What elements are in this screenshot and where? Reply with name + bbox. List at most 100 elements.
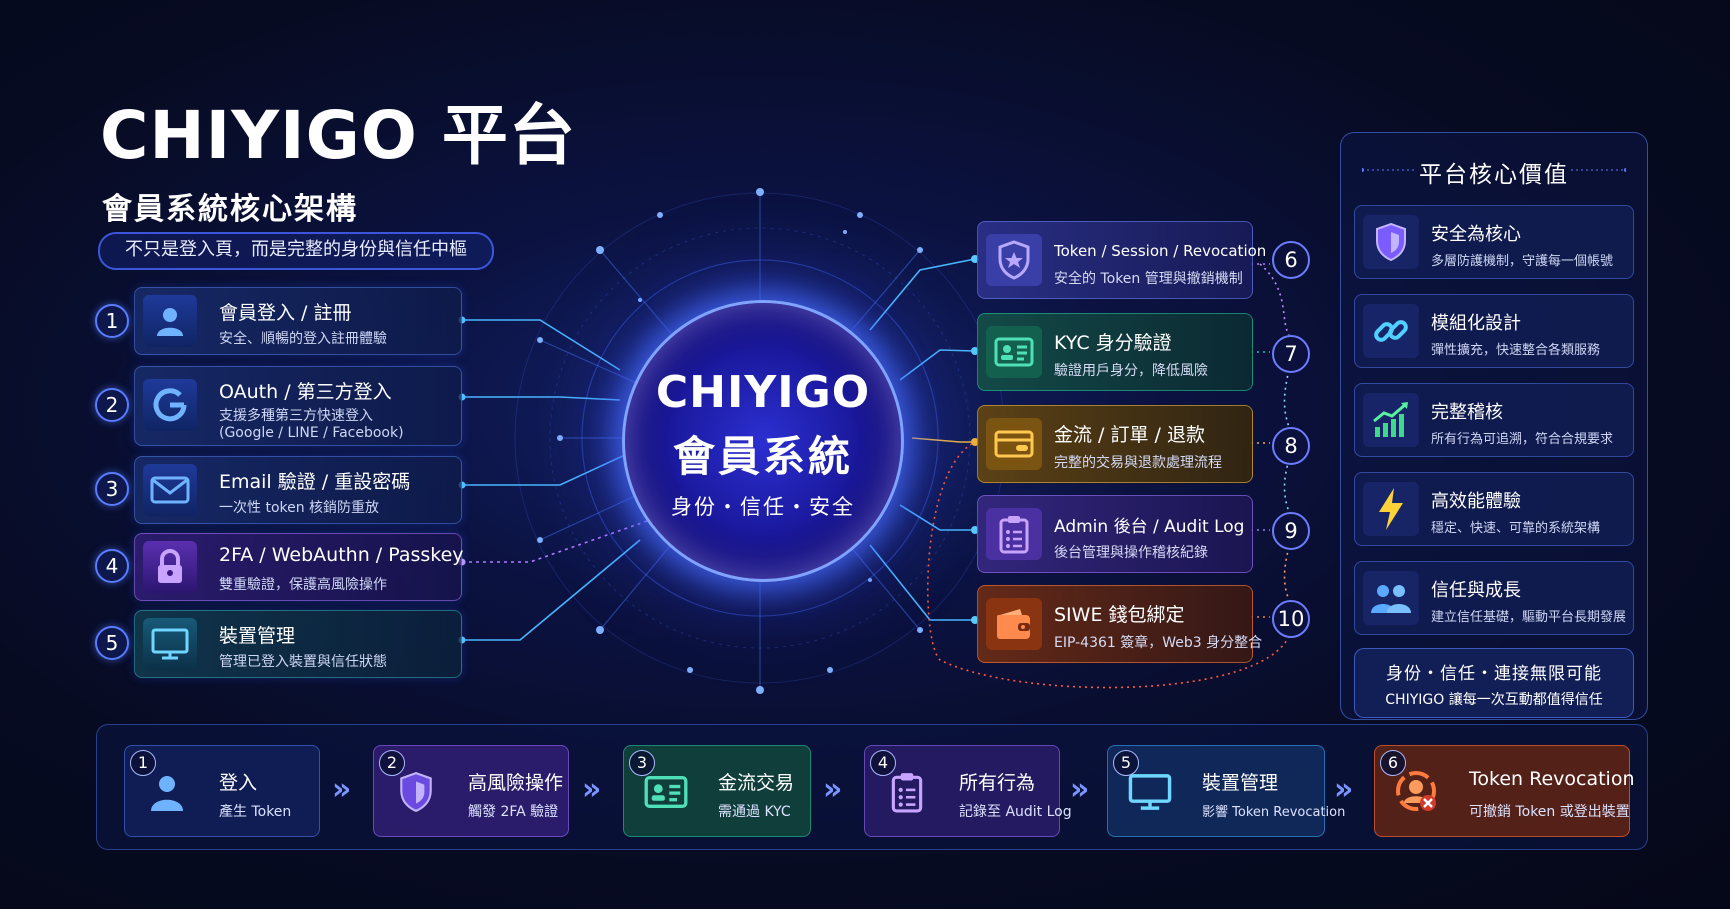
module-number-7: 7: [1272, 335, 1310, 373]
module-desc: EIP-4361 簽章，Web3 身分整合: [1054, 635, 1263, 651]
flow-step-high-risk: 2 高風險操作 觸發 2FA 驗證: [373, 745, 569, 837]
flow-step-title: 登入: [219, 772, 258, 794]
right-connectors: [869, 258, 976, 621]
module-number-10: 10: [1272, 600, 1310, 638]
module-card-device[interactable]: 裝置管理 管理已登入裝置與信任狀態: [134, 610, 462, 678]
module-desc: 完整的交易與退款處理流程: [1054, 455, 1222, 471]
module-card-token[interactable]: Token / Session / Revocation 安全的 Token 管…: [977, 221, 1266, 299]
value-card-security: 安全為核心 多層防護機制，守護每一個帳號: [1354, 205, 1634, 279]
value-title: 信任與成長: [1431, 580, 1521, 601]
monitor-icon: [143, 618, 197, 670]
module-card-email[interactable]: Email 驗證 / 重設密碼 一次性 token 核銷防重放: [134, 456, 462, 524]
flow-step-payment: 3 金流交易 需通過 KYC: [623, 745, 811, 837]
module-card-2fa[interactable]: 2FA / WebAuthn / Passkey 雙重驗證，保護高風險操作: [134, 533, 464, 601]
flow-step-title: 高風險操作: [468, 772, 564, 794]
module-title: 金流 / 訂單 / 退款: [1054, 424, 1205, 446]
value-card-modular: 模組化設計 彈性擴充，快速整合各類服務: [1354, 294, 1634, 368]
chevron-right-icon: »: [582, 772, 602, 807]
module-card-oauth[interactable]: OAuth / 第三方登入 支援多種第三方快速登入 (Google / LINE…: [134, 366, 462, 446]
link-icon: [1363, 304, 1419, 358]
module-card-siwe[interactable]: SIWE 錢包綁定 EIP-4361 簽章，Web3 身分整合: [977, 585, 1262, 663]
module-title: Email 驗證 / 重設密碼: [219, 471, 411, 493]
chevron-right-icon: »: [332, 772, 352, 807]
flow-step-number: 4: [870, 750, 896, 776]
value-title: 完整稽核: [1431, 402, 1503, 423]
values-footer-line1: 身份・信任・連接無限可能: [1386, 664, 1602, 684]
shield-star-icon: [986, 234, 1042, 286]
value-title: 高效能體驗: [1431, 491, 1521, 512]
id-card-icon: [986, 326, 1042, 378]
module-number-4: 4: [95, 549, 129, 583]
module-card-kyc[interactable]: KYC 身分驗證 驗證用戶身分，降低風險: [977, 313, 1253, 391]
value-card-performance: 高效能體驗 穩定、快速、可靠的系統架構: [1354, 472, 1634, 546]
google-g-icon: [143, 379, 197, 431]
module-card-admin[interactable]: Admin 後台 / Audit Log 後台管理與操作稽核紀錄: [977, 495, 1253, 573]
clipboard-icon: [986, 508, 1042, 560]
flow-step-number: 5: [1113, 750, 1139, 776]
flow-step-title: Token Revocation: [1469, 768, 1635, 790]
flow-step-desc: 產生 Token: [219, 804, 292, 820]
module-number-2: 2: [95, 388, 129, 422]
module-number-3: 3: [95, 472, 129, 506]
flow-step-number: 1: [130, 750, 156, 776]
module-card-login[interactable]: 會員登入 / 註冊 安全、順暢的登入註冊體驗: [134, 287, 462, 355]
module-title: Token / Session / Revocation: [1054, 242, 1267, 260]
module-title: OAuth / 第三方登入: [219, 381, 392, 403]
chart-up-icon: [1363, 393, 1419, 447]
module-title: 2FA / WebAuthn / Passkey: [219, 544, 464, 566]
module-title: Admin 後台 / Audit Log: [1054, 517, 1245, 537]
revoke-icon: [1389, 764, 1445, 820]
user-icon: [143, 295, 197, 347]
chevron-right-icon: »: [1070, 772, 1090, 807]
flow-step-desc: 記錄至 Audit Log: [959, 804, 1072, 820]
heading-dotted-rule: [1362, 168, 1626, 172]
flow-step-desc: 可撤銷 Token 或登出裝置: [1469, 804, 1630, 820]
module-title: SIWE 錢包綁定: [1054, 604, 1185, 626]
page-title: CHIYIGO 平台: [100, 97, 576, 174]
shield-icon: [1363, 215, 1419, 269]
flow-step-desc: 影響 Token Revocation: [1202, 805, 1346, 820]
values-footer-card: 身份・信任・連接無限可能 CHIYIGO 讓每一次互動都值得信任: [1354, 648, 1634, 718]
core-values-heading: 平台核心價值: [1419, 162, 1569, 188]
clipboard-icon: [879, 764, 935, 820]
tagline-pill: 不只是登入頁，而是完整的身份與信任中樞: [98, 232, 494, 270]
flow-step-number: 2: [379, 750, 405, 776]
flow-step-desc: 需通過 KYC: [718, 804, 791, 820]
user-icon: [139, 764, 195, 820]
module-card-payment[interactable]: 金流 / 訂單 / 退款 完整的交易與退款處理流程: [977, 405, 1253, 483]
module-number-5: 5: [95, 626, 129, 660]
values-footer-line2: CHIYIGO 讓每一次互動都值得信任: [1385, 692, 1603, 708]
value-desc: 建立信任基礎，驅動平台長期發展: [1431, 610, 1627, 625]
flow-step-revocation: 6 Token Revocation 可撤銷 Token 或登出裝置: [1374, 745, 1635, 837]
flow-step-login: 1 登入 產生 Token: [124, 745, 320, 837]
module-desc: 安全的 Token 管理與撤銷機制: [1054, 271, 1243, 287]
module-desc: 後台管理與操作稽核紀錄: [1054, 545, 1208, 561]
module-number-9: 9: [1272, 512, 1310, 550]
module-title: 裝置管理: [219, 625, 296, 647]
module-number-8: 8: [1272, 427, 1310, 465]
value-title: 安全為核心: [1431, 224, 1521, 245]
flow-step-title: 所有行為: [959, 772, 1036, 794]
chevron-right-icon: »: [1334, 772, 1354, 807]
module-title: KYC 身分驗證: [1054, 332, 1172, 354]
module-desc-providers: (Google / LINE / Facebook): [219, 425, 404, 441]
module-desc: 驗證用戶身分，降低風險: [1054, 363, 1208, 379]
value-desc: 穩定、快速、可靠的系統架構: [1431, 521, 1601, 536]
value-desc: 多層防護機制，守護每一個帳號: [1431, 254, 1614, 269]
core-system-orb: CHIYIGO 會員系統 身份・信任・安全: [622, 300, 904, 582]
monitor-icon: [1122, 764, 1178, 820]
flow-step-desc: 觸發 2FA 驗證: [468, 804, 559, 820]
lock-icon: [143, 541, 197, 593]
value-card-audit: 完整稽核 所有行為可追溯，符合合規要求: [1354, 383, 1634, 457]
shield-icon: [388, 764, 444, 820]
flow-step-title: 金流交易: [718, 772, 795, 794]
flow-step-title: 裝置管理: [1202, 772, 1279, 794]
chevron-right-icon: »: [823, 772, 843, 807]
users-icon: [1363, 571, 1419, 625]
number-ladder: [927, 263, 1290, 689]
network-nodes: [537, 188, 923, 694]
left-connectors: [462, 319, 651, 641]
id-card-icon: [638, 764, 694, 820]
page-subtitle: 會員系統核心架構: [102, 192, 358, 227]
